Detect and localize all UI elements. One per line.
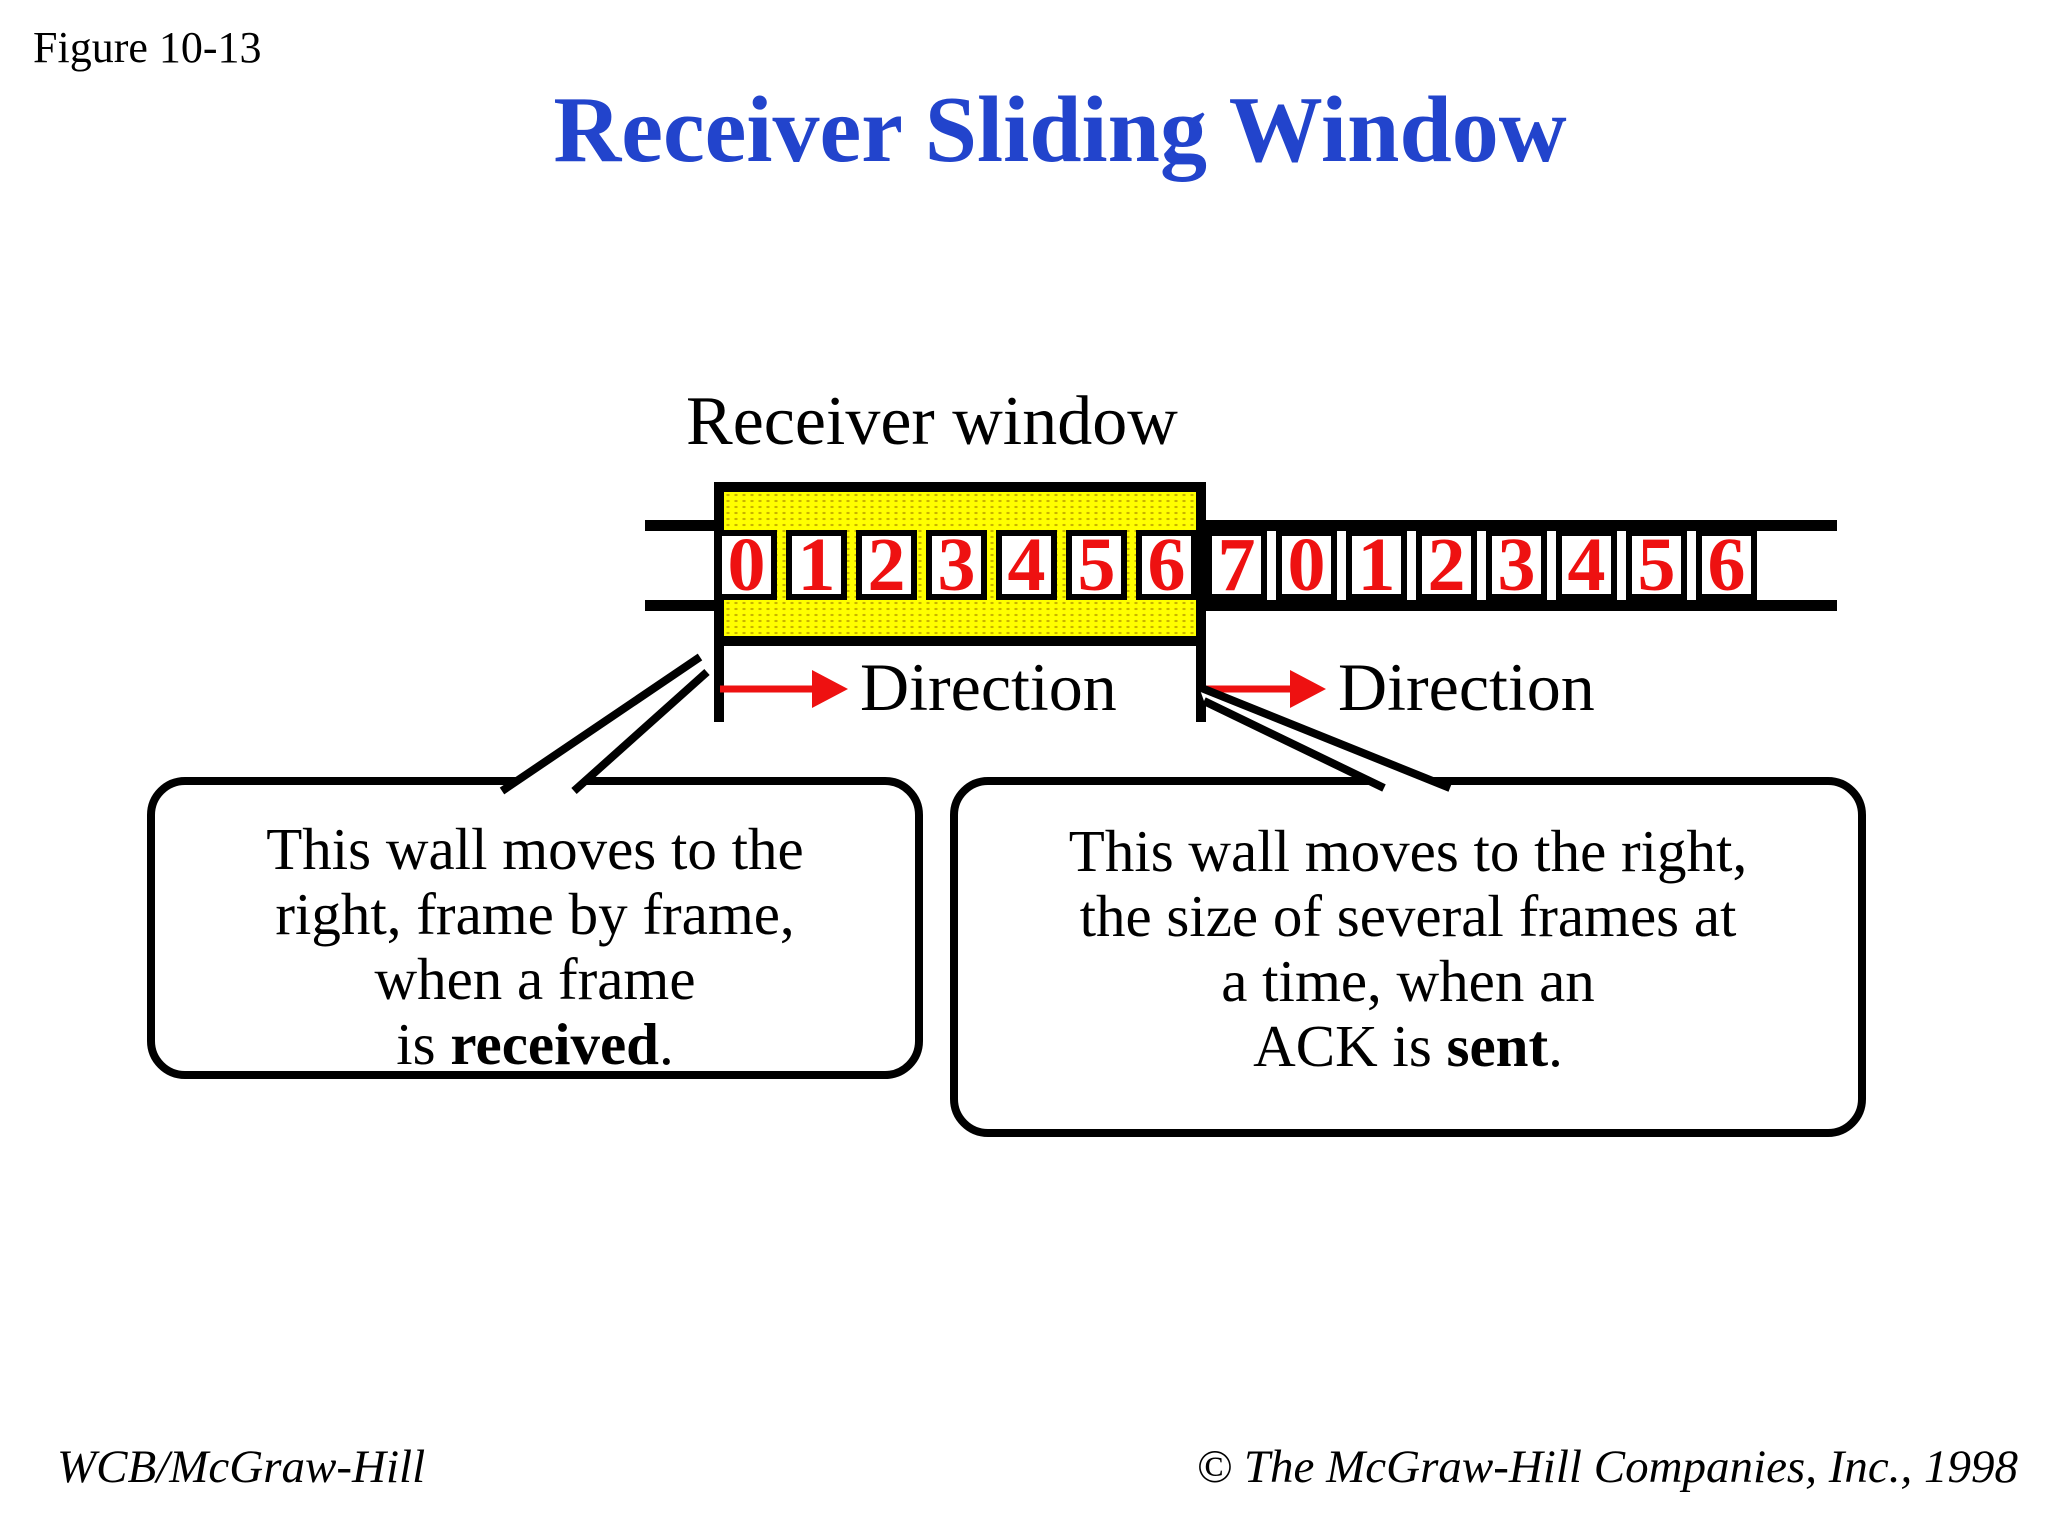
figure-label: Figure 10-13 xyxy=(33,23,262,72)
frame-number: 0 xyxy=(1287,523,1326,607)
callout-received: This wall moves to the right, frame by f… xyxy=(147,777,923,1079)
callout-line: right, frame by frame, xyxy=(275,881,795,947)
callout-line: This wall moves to the right, xyxy=(1068,818,1748,884)
frame-cell: 2 xyxy=(1416,523,1477,607)
callout-line: when a frame xyxy=(374,946,696,1012)
callout-line: the size of several frames at xyxy=(1079,883,1737,949)
callout-ack-sent: This wall moves to the right, the size o… xyxy=(950,777,1866,1137)
receiver-window-label: Receiver window xyxy=(686,383,1178,460)
callout-line: This wall moves to the xyxy=(266,816,804,882)
frame-number: 4 xyxy=(1567,523,1606,607)
frame-number: 4 xyxy=(1007,523,1046,607)
sequence-rail-bottom xyxy=(645,600,1837,611)
frame-cell: 5 xyxy=(1626,523,1687,607)
frame-number: 1 xyxy=(1357,523,1396,607)
direction-label-right: Direction xyxy=(1338,649,1595,725)
frame-number: 3 xyxy=(1497,523,1536,607)
callout-ack-sent-text: This wall moves to the right, the size o… xyxy=(958,819,1858,1079)
frame-number: 5 xyxy=(1077,523,1116,607)
frame-cell: 0 xyxy=(716,523,777,607)
frame-number: 5 xyxy=(1637,523,1676,607)
frame-cell: 1 xyxy=(786,523,847,607)
frame-cell: 6 xyxy=(1136,523,1197,607)
frame-cell: 5 xyxy=(1066,523,1127,607)
frame-cell: 2 xyxy=(856,523,917,607)
frame-number: 6 xyxy=(1707,523,1746,607)
frame-number: 0 xyxy=(727,523,766,607)
callout-line: ACK is sent. xyxy=(1253,1013,1563,1079)
frame-cell: 4 xyxy=(996,523,1057,607)
callout-line: is received. xyxy=(396,1011,674,1077)
footer-copyright: © The McGraw-Hill Companies, Inc., 1998 xyxy=(1196,1441,2018,1493)
frame-number: 3 xyxy=(937,523,976,607)
direction-label-left: Direction xyxy=(860,649,1117,725)
callout-line: a time, when an xyxy=(1221,948,1595,1014)
page-title: Receiver Sliding Window xyxy=(553,78,1567,182)
direction-arrow-icon xyxy=(720,670,848,708)
frame-cell: 6 xyxy=(1696,523,1757,607)
frame-cell: 1 xyxy=(1346,523,1407,607)
frame-cell: 3 xyxy=(926,523,987,607)
sequence-rail-top xyxy=(645,520,1837,531)
frame-number: 2 xyxy=(1427,523,1466,607)
frame-cell: 3 xyxy=(1486,523,1547,607)
window-right-wall xyxy=(1196,640,1206,722)
frame-number: 6 xyxy=(1147,523,1186,607)
frame-cell: 4 xyxy=(1556,523,1617,607)
frame-sequence: 0 1 2 3 4 5 6 7 0 1 2 3 4 5 6 xyxy=(716,523,1757,607)
frame-cell: 0 xyxy=(1276,523,1337,607)
direction-arrow-icon xyxy=(1203,670,1326,708)
frame-number: 2 xyxy=(867,523,906,607)
frame-cell: 7 xyxy=(1206,523,1267,607)
frame-number: 7 xyxy=(1217,523,1256,607)
footer-publisher: WCB/McGraw-Hill xyxy=(57,1441,426,1493)
frame-number: 1 xyxy=(797,523,836,607)
connector-lines-left xyxy=(499,653,710,795)
callout-received-text: This wall moves to the right, frame by f… xyxy=(155,817,915,1077)
window-left-wall xyxy=(714,640,724,722)
